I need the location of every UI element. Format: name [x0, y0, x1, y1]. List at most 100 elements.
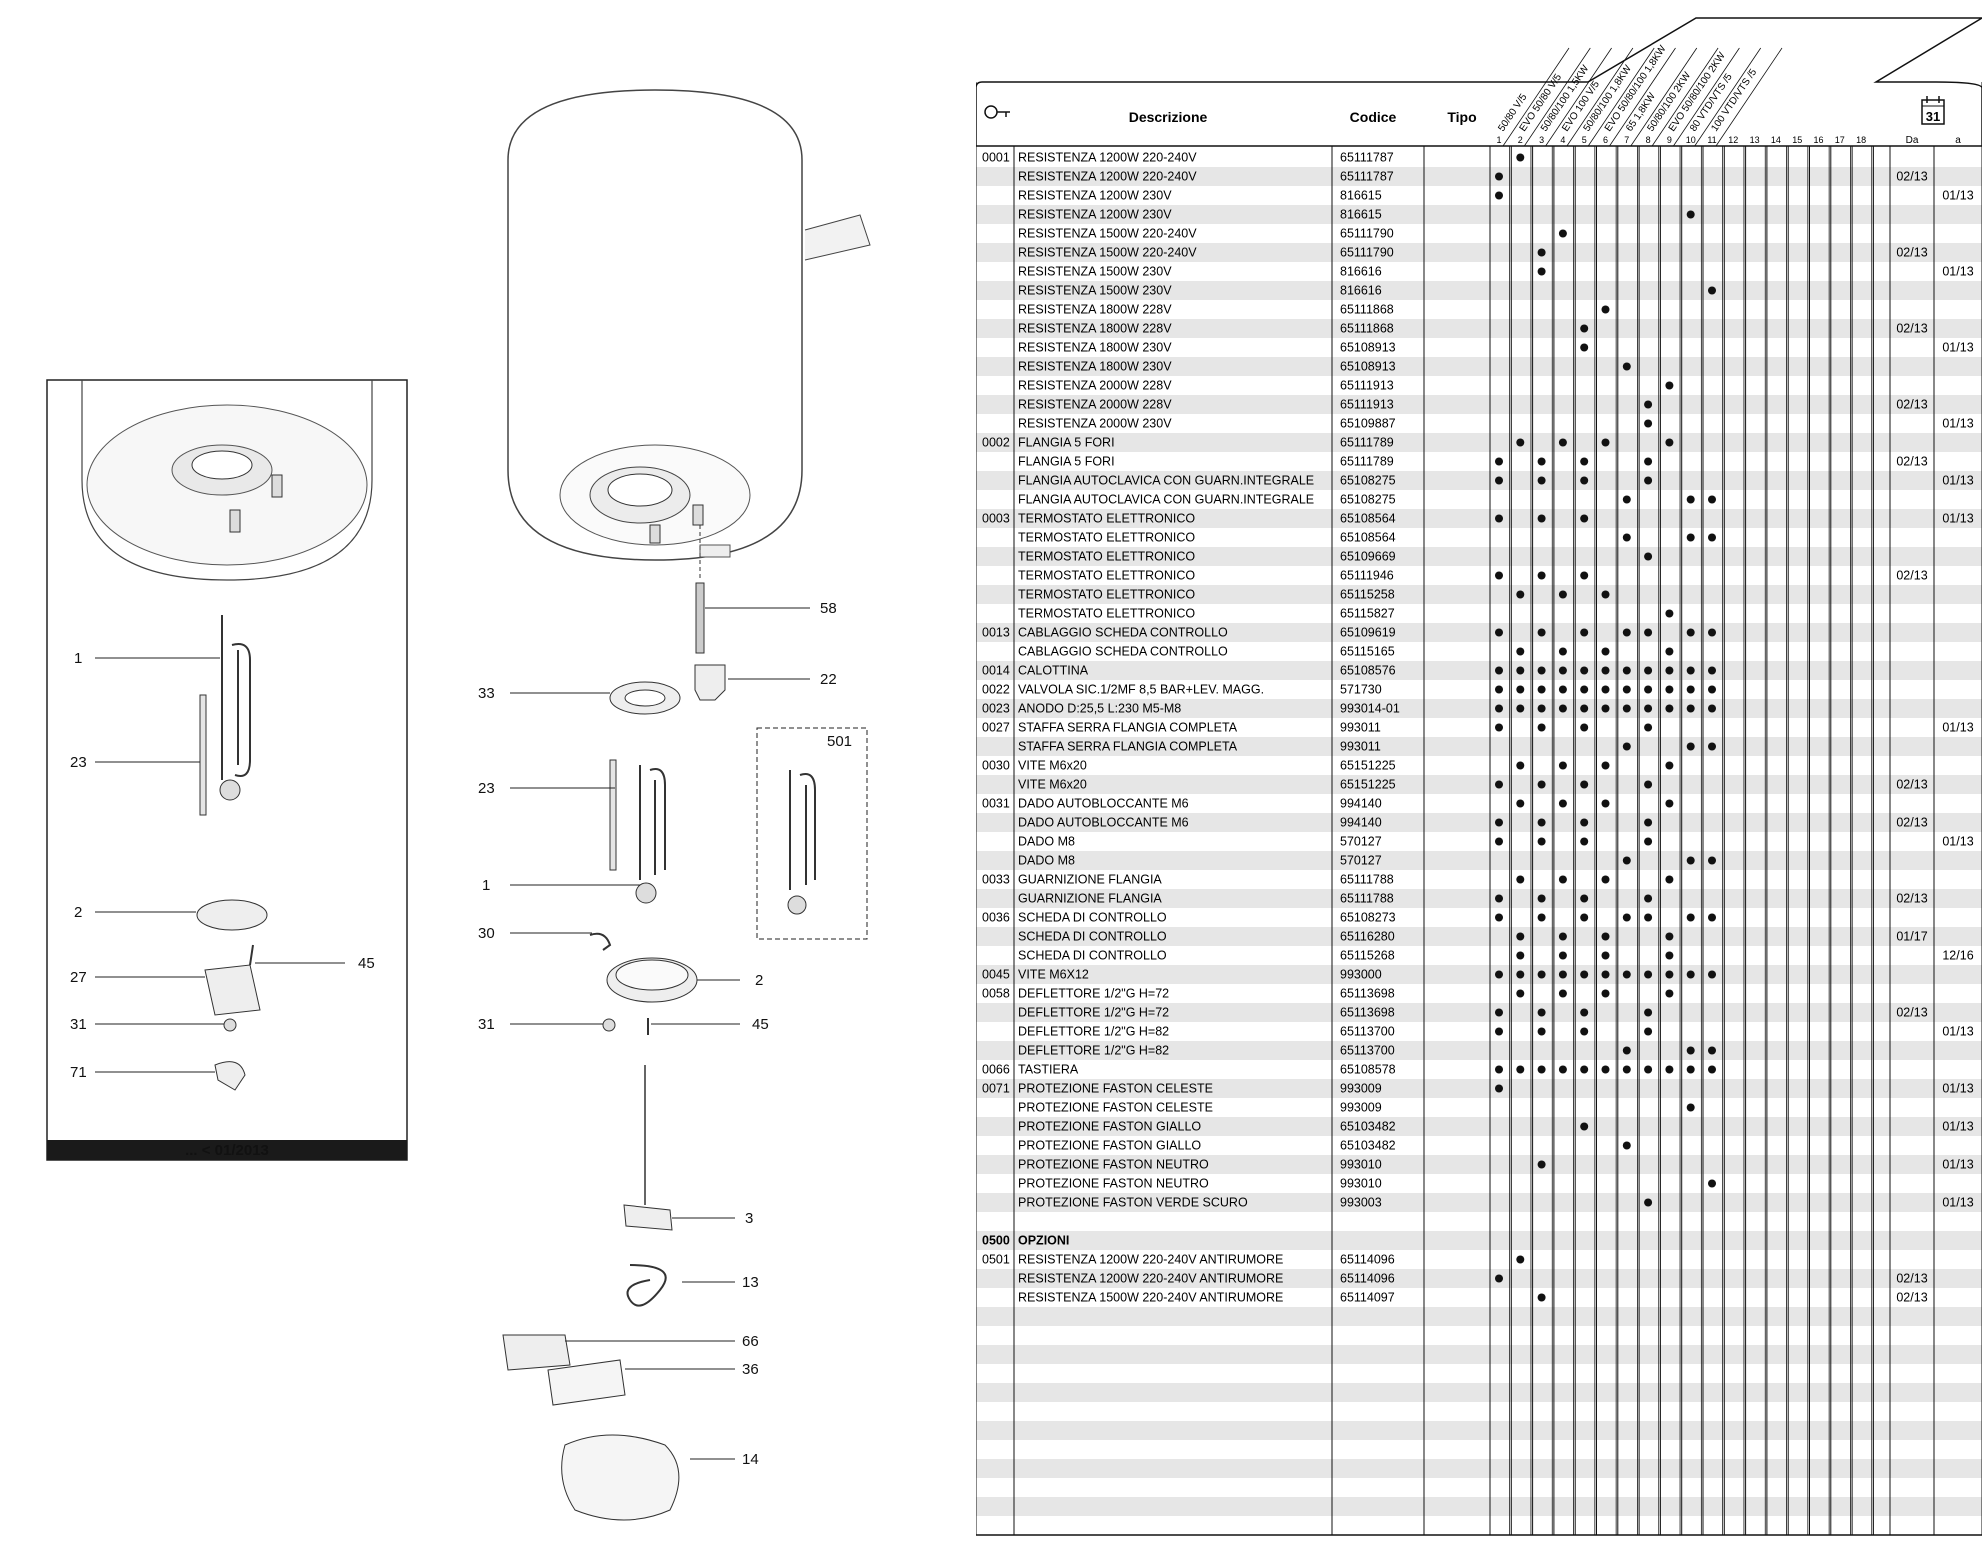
applicability-dot [1708, 495, 1716, 504]
applicability-dot [1686, 913, 1695, 922]
cell-code: 816615 [1340, 208, 1382, 222]
applicability-dot [1495, 1065, 1503, 1074]
column-number: 8 [1646, 135, 1651, 145]
applicability-dot [1495, 1274, 1503, 1283]
applicability-dot [1537, 666, 1546, 675]
cell-description: DEFLETTORE 1/2"G H=72 [1018, 987, 1169, 1001]
applicability-dot [1580, 913, 1589, 922]
applicability-dot [1622, 856, 1631, 865]
applicability-dot [1622, 742, 1631, 751]
applicability-dot [1644, 837, 1653, 846]
applicability-dot [1665, 875, 1674, 884]
cell-description: PROTEZIONE FASTON CELESTE [1018, 1082, 1213, 1096]
applicability-dot [1516, 1065, 1525, 1074]
column-number: 5 [1582, 135, 1587, 145]
cell-position: 0013 [982, 626, 1010, 640]
applicability-dot [1495, 476, 1503, 485]
cell-description: RESISTENZA 1500W 220-240V [1018, 246, 1197, 260]
cell-position: 0071 [982, 1082, 1010, 1096]
applicability-dot [1686, 533, 1695, 542]
applicability-dot [1495, 191, 1503, 200]
column-number: 1 [1496, 135, 1501, 145]
applicability-dot [1495, 837, 1503, 846]
cell-description: RESISTENZA 1200W 230V [1018, 189, 1172, 203]
cell-da: 02/13 [1896, 1291, 1927, 1305]
cell-code: 570127 [1340, 854, 1382, 868]
row-stripe [976, 1307, 1982, 1326]
cell-code: 65114096 [1340, 1253, 1395, 1267]
applicability-dot [1686, 1046, 1695, 1055]
applicability-dot [1708, 286, 1716, 295]
cell-position: 0030 [982, 759, 1010, 773]
applicability-dot [1558, 438, 1567, 447]
applicability-dot [1537, 704, 1546, 713]
column-number: 12 [1728, 135, 1738, 145]
applicability-dot [1665, 381, 1674, 390]
applicability-dot [1622, 1065, 1631, 1074]
applicability-dot [1495, 970, 1503, 979]
applicability-dot [1622, 362, 1631, 371]
applicability-dot [1537, 913, 1546, 922]
cell-position: 0022 [982, 683, 1010, 697]
callout-36: 36 [742, 1361, 759, 1378]
applicability-dot [1644, 400, 1653, 409]
applicability-dot [1580, 704, 1589, 713]
applicability-dot [1537, 1008, 1546, 1017]
cell-da: 02/13 [1896, 398, 1927, 412]
applicability-dot [1644, 419, 1653, 428]
cell-description: RESISTENZA 1500W 230V [1018, 284, 1172, 298]
column-number: 11 [1707, 135, 1716, 145]
applicability-dot [1580, 894, 1589, 903]
applicability-dot [1558, 951, 1567, 960]
applicability-dot [1558, 875, 1567, 884]
cell-description: PROTEZIONE FASTON GIALLO [1018, 1139, 1201, 1153]
cell-da: 01/17 [1896, 930, 1927, 944]
cell-description: SCHEDA DI CONTROLLO [1018, 949, 1167, 963]
cell-code: 65109887 [1340, 417, 1396, 431]
applicability-dot [1516, 761, 1525, 770]
cell-code: 65108275 [1340, 493, 1396, 507]
cell-description: VITE M6X12 [1018, 968, 1089, 982]
applicability-dot [1495, 1027, 1503, 1036]
applicability-dot [1516, 438, 1525, 447]
applicability-dot [1686, 856, 1695, 865]
applicability-dot [1601, 1065, 1610, 1074]
cell-description: CALOTTINA [1018, 664, 1089, 678]
row-stripe [976, 1117, 1982, 1136]
applicability-dot [1495, 780, 1503, 789]
callout-22: 22 [820, 671, 837, 688]
callout-2: 2 [755, 972, 763, 989]
applicability-dot [1644, 666, 1653, 675]
applicability-dot [1665, 799, 1674, 808]
cell-code: 65116280 [1340, 930, 1395, 944]
cell-a: 01/13 [1942, 1196, 1973, 1210]
cell-description: RESISTENZA 1200W 220-240V ANTIRUMORE [1018, 1272, 1283, 1286]
cell-description: VALVOLA SIC.1/2MF 8,5 BAR+LEV. MAGG. [1018, 683, 1264, 697]
applicability-dot [1516, 1255, 1525, 1264]
applicability-dot [1665, 438, 1674, 447]
cell-code: 571730 [1340, 683, 1382, 697]
applicability-dot [1708, 856, 1716, 865]
cell-code: 65109669 [1340, 550, 1396, 564]
header-da: Da [1906, 135, 1919, 146]
cell-description: TERMOSTATO ELETTRONICO [1018, 607, 1195, 621]
callout-31: 31 [478, 1016, 495, 1033]
applicability-dot [1537, 1065, 1546, 1074]
cell-position: 0045 [982, 968, 1010, 982]
row-stripe [976, 357, 1982, 376]
cell-a: 01/13 [1942, 1120, 1973, 1134]
applicability-dot [1537, 970, 1546, 979]
applicability-dot [1686, 666, 1695, 675]
cell-description: RESISTENZA 2000W 228V [1018, 379, 1172, 393]
parts-table: Descrizione Codice Tipo Da a 31 50/80 V/… [975, 0, 1985, 1543]
applicability-dot [1580, 324, 1589, 333]
